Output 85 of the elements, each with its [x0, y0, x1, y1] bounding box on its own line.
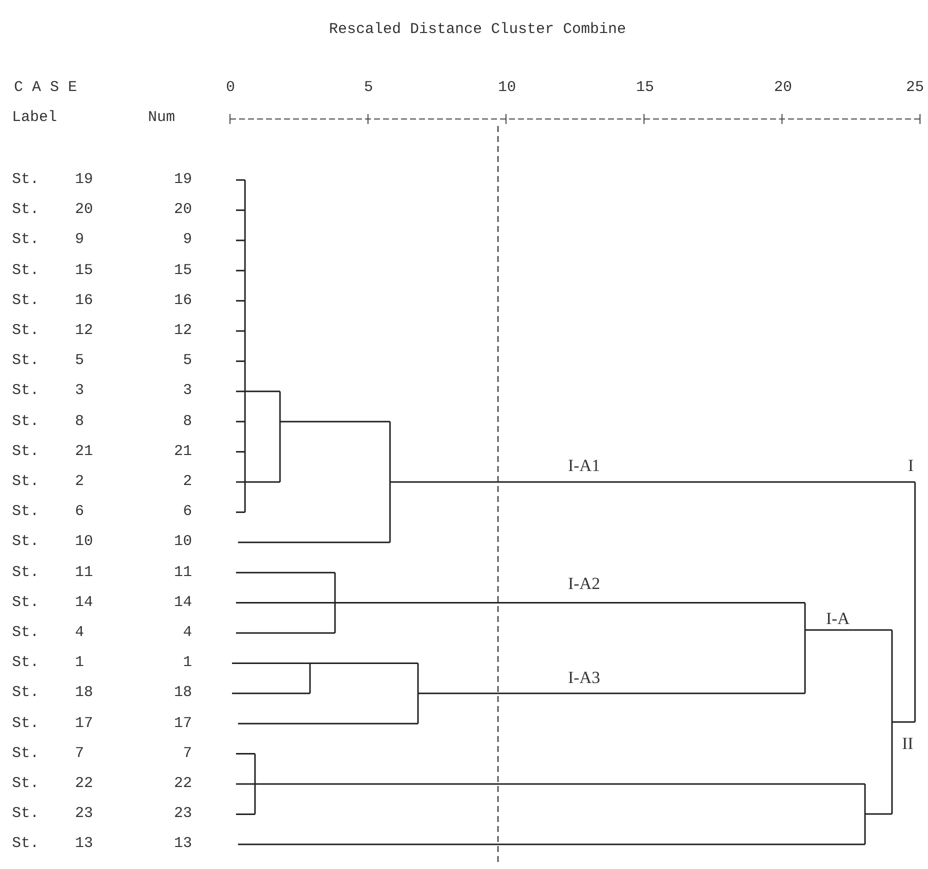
case-label: 23	[174, 804, 192, 824]
case-label: St.	[12, 170, 40, 190]
case-label: 19	[174, 170, 192, 190]
axis-label: 10	[498, 78, 516, 98]
case-label: 8	[182, 412, 192, 432]
case-label: St.	[12, 200, 40, 220]
axis-label: 5	[364, 78, 374, 98]
case-label: 5	[75, 351, 84, 372]
case-label: St.	[12, 683, 40, 704]
case-label: 8	[75, 412, 84, 432]
case-label: 2	[182, 472, 192, 492]
case-label: 22	[174, 774, 192, 794]
case-label: St.	[12, 592, 40, 613]
case-label: St.	[12, 381, 40, 402]
case-label: 7	[182, 744, 192, 764]
case-label: 16	[75, 290, 94, 311]
axis-label: Num	[148, 108, 176, 128]
case-label: 3	[182, 381, 192, 402]
case-label: 4	[182, 623, 192, 643]
chart-title: Rescaled Distance Cluster Combine	[329, 20, 626, 40]
case-label: St.	[12, 442, 40, 462]
case-label: 15	[75, 260, 94, 281]
axis-label: 0	[226, 78, 236, 98]
case-label: St.	[12, 412, 40, 432]
case-label: St.	[12, 230, 40, 250]
case-label: 17	[75, 714, 94, 734]
case-label: 20	[174, 200, 192, 220]
case-label: St.	[12, 562, 40, 583]
case-label: 14	[75, 592, 94, 613]
case-label: 22	[75, 774, 94, 794]
case-label: St.	[12, 472, 40, 492]
cluster-label: I-A3	[568, 668, 600, 688]
cluster-label: I	[908, 456, 914, 476]
case-label: 4	[75, 623, 84, 643]
axis-label: C A S E	[14, 78, 78, 98]
case-label: 12	[75, 321, 94, 341]
case-label: St.	[12, 502, 40, 522]
cluster-label: I-A	[826, 609, 850, 629]
case-label: St.	[12, 774, 40, 794]
case-label: 20	[75, 200, 94, 220]
case-label: St.	[12, 834, 40, 854]
case-label: 18	[75, 683, 94, 704]
case-label: 19	[75, 170, 94, 190]
case-label: 10	[75, 532, 94, 552]
case-label: 1	[75, 653, 84, 674]
case-label: St.	[12, 653, 40, 674]
case-label: 11	[75, 562, 94, 583]
case-label: 5	[182, 351, 192, 372]
case-label: St.	[12, 290, 40, 311]
case-label: St.	[12, 714, 40, 734]
case-label: 9	[75, 230, 84, 250]
case-label: St.	[12, 804, 40, 824]
case-label: 6	[75, 502, 84, 522]
case-label: St.	[12, 623, 40, 643]
case-label: 23	[75, 804, 94, 824]
case-label: 11	[174, 562, 192, 583]
case-label: 9	[182, 230, 192, 250]
case-label: 18	[174, 683, 192, 704]
axis-label: 25	[906, 78, 924, 98]
case-label: 15	[174, 260, 192, 281]
axis-label: Label	[12, 108, 58, 128]
case-label: St.	[12, 260, 40, 281]
case-label: St.	[12, 321, 40, 341]
case-label: 6	[182, 502, 192, 522]
case-label: St.	[12, 532, 40, 552]
case-label: 13	[174, 834, 192, 854]
case-label: 10	[174, 532, 192, 552]
case-label: 3	[75, 381, 84, 402]
axis-label: 20	[774, 78, 792, 98]
case-label: St.	[12, 744, 40, 764]
cluster-label: II	[902, 734, 914, 754]
case-label: 7	[75, 744, 84, 764]
cluster-label: I-A1	[568, 456, 600, 476]
case-label: 17	[174, 714, 192, 734]
case-label: St.	[12, 351, 40, 372]
case-label: 12	[174, 321, 192, 341]
case-label: 14	[174, 592, 192, 613]
case-label: 1	[182, 653, 192, 674]
case-label: 21	[75, 442, 94, 462]
case-label: 13	[75, 834, 94, 854]
case-label: 16	[174, 290, 192, 311]
case-label: 2	[75, 472, 84, 492]
cluster-label: I-A2	[568, 574, 600, 594]
axis-label: 15	[636, 78, 654, 98]
case-label: 21	[174, 442, 192, 462]
